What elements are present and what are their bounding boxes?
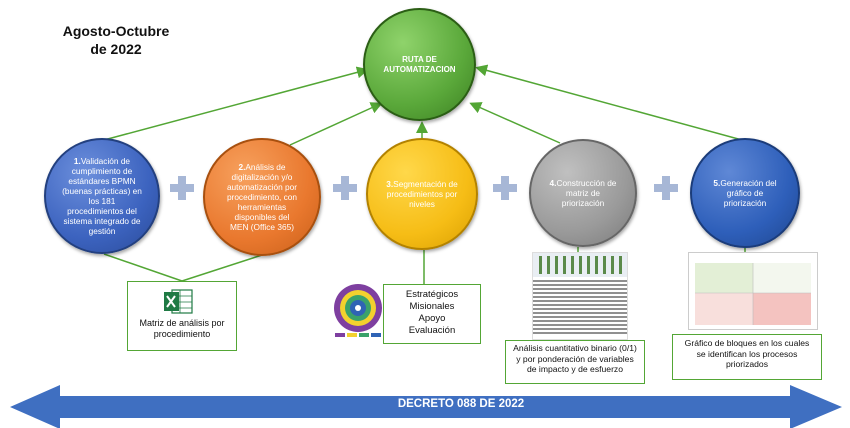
- decree-label: DECRETO 088 DE 2022: [397, 398, 525, 410]
- step-1-line: Validación de: [80, 156, 131, 166]
- step-1-line: (buenas prácticas) en: [62, 186, 142, 196]
- analysis-line: Análisis cuantitativo binario (0/1): [513, 343, 637, 353]
- step-4-number: 4.: [549, 178, 557, 188]
- center-line-1: RUTA DE: [402, 54, 437, 64]
- step-2-line: automatización por: [226, 182, 298, 192]
- date-range: Agosto-Octubre de 2022: [56, 22, 176, 58]
- step-5-line: gráfico de: [726, 188, 764, 198]
- analysis-line: y por ponderación de variables: [516, 353, 634, 364]
- step-1-circle: 1.Validación de cumplimiento de estándar…: [44, 138, 160, 254]
- chart-line: se identifican los procesos: [696, 348, 798, 359]
- chart-line: priorizados: [725, 359, 769, 369]
- step-4-line: priorización: [561, 198, 605, 208]
- level-item: Misionales: [409, 301, 455, 312]
- step-1-line: estándares BPMN: [68, 176, 136, 186]
- process-wheel-image: [334, 284, 382, 337]
- levels-box: Estratégicos Misionales Apoyo Evaluación: [383, 284, 481, 344]
- chart-description-box: Gráfico de bloques en los cuales se iden…: [672, 334, 822, 380]
- step-4-line: matriz de: [565, 188, 601, 198]
- step-3-number: 3.: [386, 179, 394, 189]
- date-line-1: Agosto-Octubre: [62, 23, 170, 39]
- step-5-number: 5.: [713, 178, 721, 188]
- chart-line: Gráfico de bloques en los cuales: [684, 338, 810, 348]
- step-5-line: priorización: [723, 198, 767, 208]
- step-1-line: gestión: [88, 226, 116, 236]
- step-1-line: procedimientos del: [67, 206, 137, 216]
- step-3-circle: 3.Segmentación de procedimientos por niv…: [366, 138, 478, 250]
- level-item: Apoyo: [418, 313, 446, 324]
- step-1-line: cumplimiento de: [71, 166, 133, 176]
- step-2-circle: 2.Análisis de digitalización y/o automat…: [203, 138, 321, 256]
- step-1-line: sistema integrado de: [63, 216, 141, 226]
- step-1-line: los 181: [88, 196, 116, 206]
- step-2-number: 2.: [238, 162, 246, 172]
- plus-icon: [333, 176, 357, 200]
- priority-chart-thumbnail: [688, 252, 818, 330]
- step-2-line: procedimiento, con: [226, 192, 298, 202]
- step-2-line: herramientas: [237, 202, 287, 212]
- level-item: Evaluación: [408, 325, 456, 336]
- step-3-line: procedimientos por: [386, 189, 458, 199]
- analysis-box: Análisis cuantitativo binario (0/1) y po…: [505, 340, 645, 384]
- priority-matrix-thumbnail: [532, 252, 628, 340]
- step-2-line: disponibles del: [234, 212, 290, 222]
- step-1-number: 1.: [73, 156, 81, 166]
- step-2-line: digitalización y/o: [231, 172, 293, 182]
- step-3-line: Segmentación de: [393, 179, 458, 189]
- date-line-2: de 2022: [90, 41, 142, 57]
- plus-icon: [170, 176, 194, 200]
- center-line-2: AUTOMATIZACION: [383, 64, 456, 74]
- step-5-circle: 5.Generación del gráfico de priorización: [690, 138, 800, 248]
- excel-icon: [164, 289, 193, 314]
- step-5-line: Generación del: [720, 178, 777, 188]
- analysis-line: de impacto y de esfuerzo: [526, 364, 624, 374]
- step-4-line: Construcción de: [556, 178, 617, 188]
- step-4-circle: 4.Construcción de matriz de priorización: [529, 139, 637, 247]
- plus-icon: [654, 176, 678, 200]
- step-3-line: niveles: [409, 199, 435, 209]
- matrix-line-2: procedimiento: [153, 329, 211, 339]
- step-2-line: Análisis de: [245, 162, 286, 172]
- matrix-line-1: Matriz de análisis por: [139, 318, 225, 328]
- level-item: Estratégicos: [405, 289, 459, 300]
- timeline-arrow: [10, 385, 842, 428]
- plus-icon: [493, 176, 517, 200]
- step-2-line: MEN (Office 365): [230, 222, 294, 232]
- center-goal-circle: RUTA DE AUTOMATIZACION: [363, 8, 476, 121]
